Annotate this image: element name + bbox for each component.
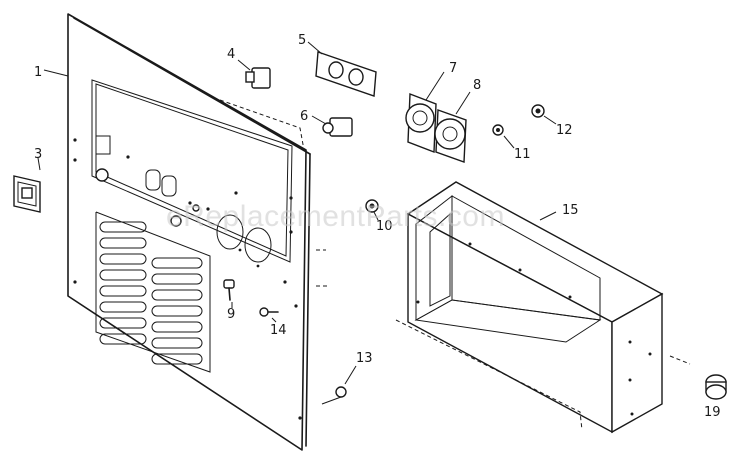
plug-cap bbox=[705, 374, 727, 400]
circuit-breaker bbox=[237, 59, 271, 89]
callout-11: 11 bbox=[514, 147, 531, 162]
screw-13 bbox=[321, 365, 357, 405]
twist-lock-receptacle-7 bbox=[405, 71, 445, 154]
control-panel bbox=[67, 13, 330, 451]
callout-14: 14 bbox=[270, 323, 287, 338]
leader-1 bbox=[43, 69, 69, 77]
screw-14 bbox=[259, 307, 279, 317]
duplex-receptacle bbox=[307, 41, 377, 97]
nut-11 bbox=[492, 124, 515, 149]
enclosure-box bbox=[395, 181, 691, 434]
leader-3 bbox=[37, 157, 41, 171]
twist-lock-receptacle-8 bbox=[434, 91, 471, 163]
leader-14 bbox=[271, 317, 277, 323]
rocker-switch bbox=[13, 175, 41, 213]
callout-1: 1 bbox=[34, 65, 42, 80]
callout-7: 7 bbox=[449, 61, 457, 76]
callout-4: 4 bbox=[227, 47, 235, 62]
callout-5: 5 bbox=[298, 33, 306, 48]
nut-12 bbox=[531, 104, 557, 125]
callout-10: 10 bbox=[376, 219, 393, 234]
callout-6: 6 bbox=[300, 109, 308, 124]
callout-3: 3 bbox=[34, 147, 42, 162]
small-breaker bbox=[311, 115, 353, 137]
grommet bbox=[365, 199, 379, 221]
callout-12: 12 bbox=[556, 123, 573, 138]
callout-19: 19 bbox=[704, 405, 721, 420]
callout-13: 13 bbox=[356, 351, 373, 366]
callout-9: 9 bbox=[227, 307, 235, 322]
watermark-text: eReplacementParts.com bbox=[166, 200, 505, 233]
screw-9 bbox=[223, 279, 235, 301]
callout-15: 15 bbox=[562, 203, 579, 218]
callout-8: 8 bbox=[473, 78, 481, 93]
